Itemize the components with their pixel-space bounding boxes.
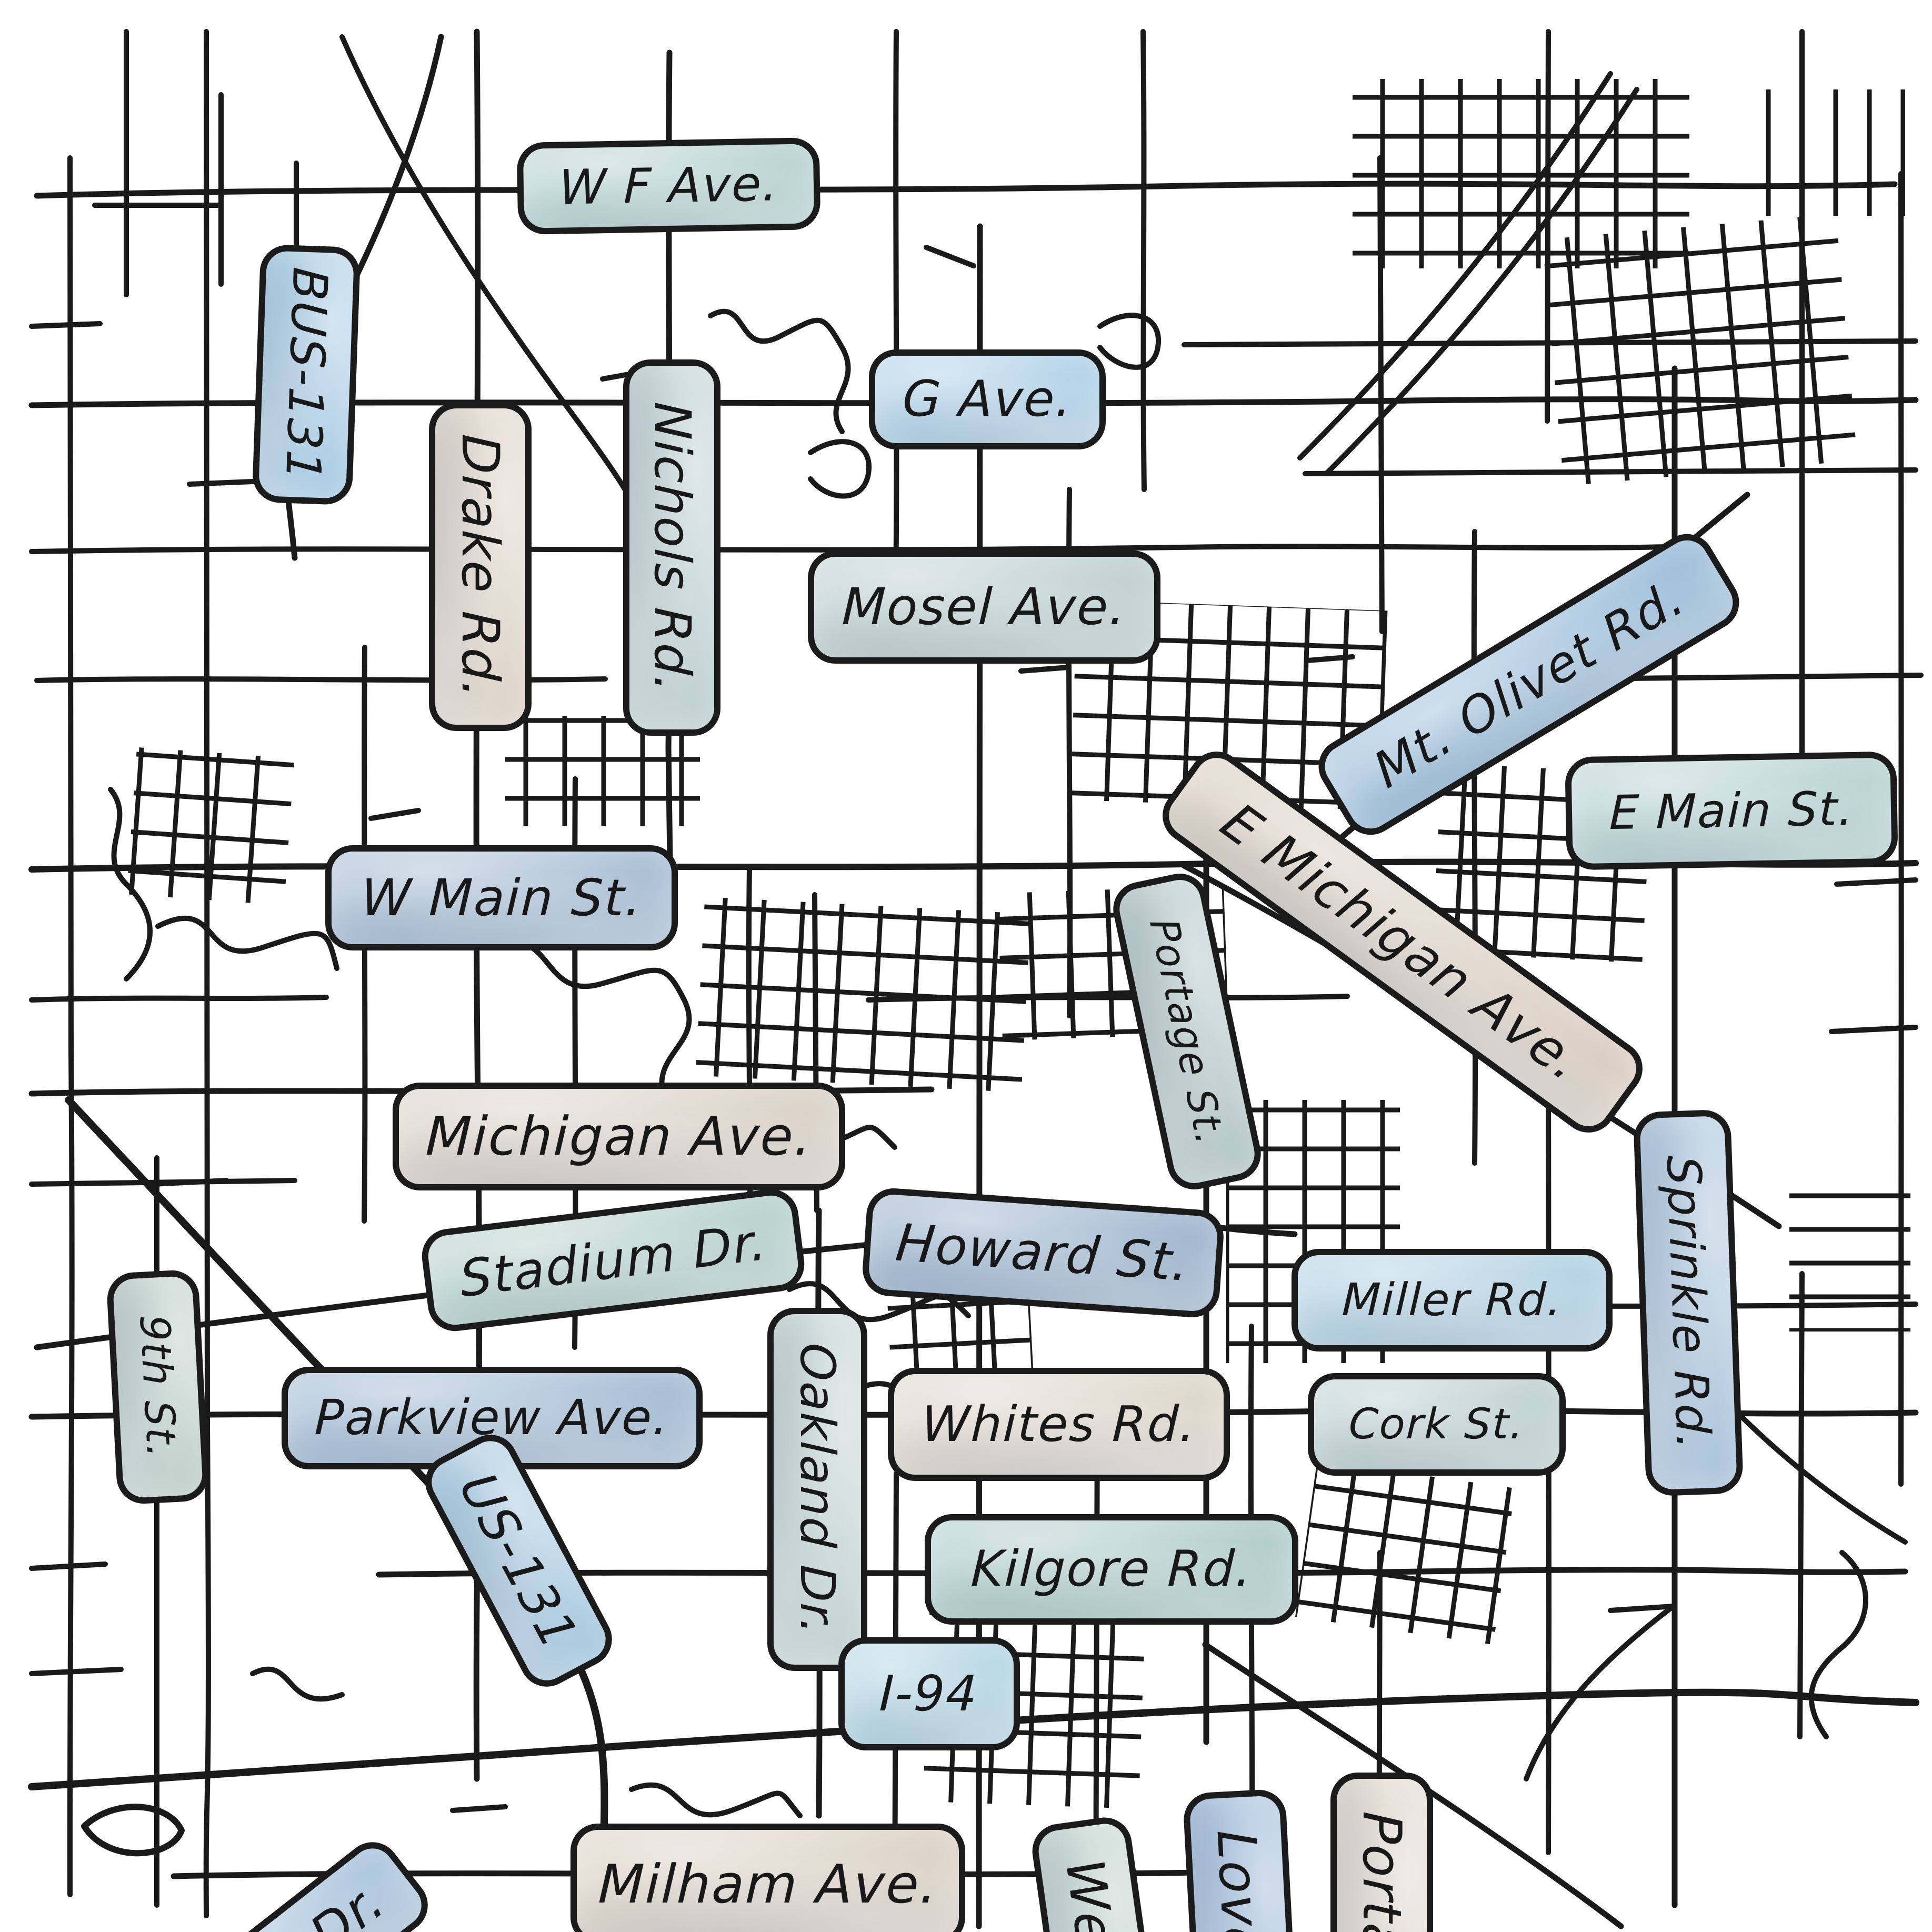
street-label-kilgore-rd: Kilgore Rd. [925, 1514, 1298, 1625]
street-label-text: W Main St. [359, 868, 644, 927]
street-label-text: Sprinkle Rd. [1656, 1155, 1721, 1450]
street-label-whites-rd: Whites Rd. [888, 1367, 1230, 1481]
street-label-w-f-ave: W F Ave. [516, 137, 820, 235]
street-label-text: Portage St. [1140, 915, 1234, 1148]
street-label-text: Kilgore Rd. [969, 1540, 1254, 1598]
street-label-oakland-dr: Oakland Dr. [767, 1308, 867, 1671]
street-label-text: Michigan Ave. [424, 1105, 814, 1167]
street-label-text: Dr. [299, 1870, 395, 1932]
street-label-e-main-st: E Main St. [1565, 751, 1898, 870]
street-label-9th-st: 9th St. [106, 1268, 210, 1505]
street-label-text: We [1053, 1856, 1126, 1932]
street-label-mosel-ave: Mosel Ave. [808, 550, 1160, 664]
street-label-text: US-131 [447, 1464, 590, 1657]
street-label-text: Drake Rd. [450, 433, 510, 700]
street-label-milham-ave: Milham Ave. [570, 1824, 965, 1932]
street-label-text: Whites Rd. [920, 1395, 1197, 1453]
street-label-text: Stadium Dr. [457, 1212, 769, 1308]
street-label-g-ave: G Ave. [869, 349, 1106, 449]
street-label-text: BUS-131 [275, 265, 338, 484]
street-label-lovers-partial: Lover [1182, 1788, 1302, 1932]
street-label-nichols-rd: Nichols Rd. [623, 359, 720, 736]
street-label-text: W F Ave. [558, 156, 779, 216]
street-label-text: Porta [1350, 1810, 1413, 1932]
street-label-drake-rd: Drake Rd. [428, 402, 532, 731]
street-label-text: Miller Rd. [1341, 1274, 1563, 1326]
street-label-text: Lover [1204, 1829, 1275, 1932]
street-label-text: Nichols Rd. [643, 401, 701, 694]
street-label-text: Milham Ave. [597, 1853, 939, 1915]
street-label-text: E Michigan Ave. [1209, 792, 1596, 1093]
street-label-miller-rd: Miller Rd. [1292, 1248, 1613, 1352]
street-label-text: Mosel Ave. [841, 577, 1127, 636]
street-label-westnedge-partial: We [1028, 1814, 1166, 1932]
street-label-sprinkle-rd: Sprinkle Rd. [1633, 1108, 1744, 1497]
street-label-text: Oakland Dr. [789, 1342, 845, 1637]
street-label-text: Cork St. [1348, 1399, 1526, 1448]
street-label-text: E Main St. [1608, 780, 1855, 840]
street-label-text: 9th St. [130, 1314, 186, 1459]
street-label-dr-partial: Dr. [151, 1831, 439, 1932]
street-label-howard-st: Howard St. [860, 1186, 1226, 1319]
street-label-cork-st: Cork St. [1308, 1373, 1566, 1476]
street-label-i-94: I-94 [838, 1637, 1020, 1750]
street-label-bus-131: BUS-131 [252, 244, 361, 506]
street-label-text: Howard St. [893, 1212, 1193, 1293]
street-label-michigan-ave: Michigan Ave. [393, 1082, 845, 1190]
street-label-portage-rd-partial: Porta [1330, 1772, 1433, 1932]
street-label-stadium-dr: Stadium Dr. [418, 1186, 808, 1334]
street-label-text: I-94 [878, 1665, 979, 1722]
street-label-portage-st: Portage St. [1108, 868, 1266, 1195]
street-label-text: G Ave. [901, 371, 1074, 428]
street-label-w-main-st: W Main St. [325, 845, 678, 950]
road-grid-clusters [126, 79, 1910, 1809]
